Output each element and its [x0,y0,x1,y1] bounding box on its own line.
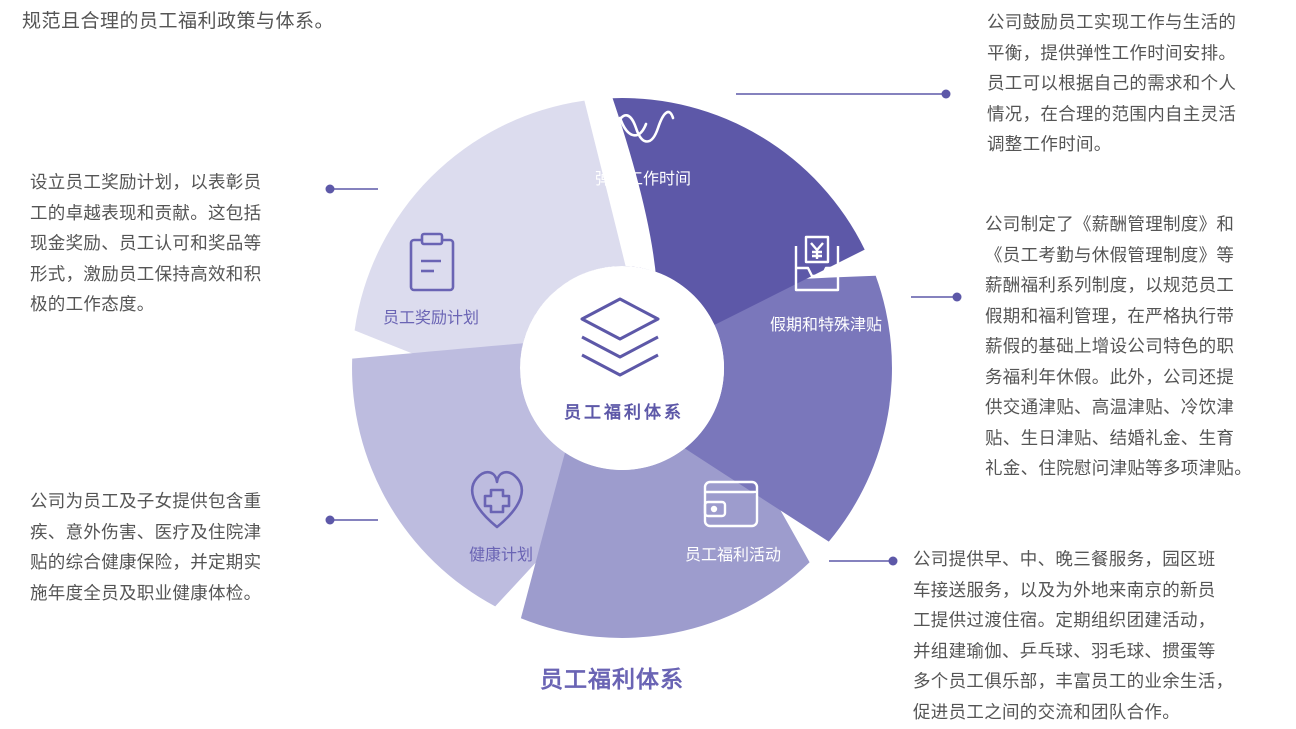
segment-label-leave: 假期和特殊津贴 [770,315,882,334]
segment-leave [684,275,892,542]
segment-label-health: 健康计划 [469,545,533,564]
center-circle [520,266,724,470]
connector-reward [325,184,378,194]
clipboard-icon [409,232,455,292]
center-title: 员工福利体系 [564,402,684,423]
wave-icon [612,110,675,143]
heart-plus-icon [470,470,524,529]
health-description: 公司为员工及子女提供包含重 疾、意外伤害、医疗及住院津 贴的综合健康保险，并定期… [30,492,262,604]
intro-text: 规范且合理的员工福利政策与体系。 [22,10,335,32]
leave-description: 公司制定了《薪酬管理制度》和 《员工考勤与休假管理制度》等 薪酬福利系列制度，以… [985,215,1252,479]
layers-icon [580,297,660,377]
yen-tray-icon [794,235,840,292]
segment-label-activities: 员工福利活动 [685,545,781,564]
flex-description: 公司鼓励员工实现工作与生活的 平衡，提供弹性工作时间安排。 员工可以根据自己的需… [987,13,1237,155]
wallet-icon [703,480,759,528]
segment-label-flex: 弹性工作时间 [595,169,691,188]
segment-reward [354,100,626,397]
connector-leave [911,292,962,302]
connector-lines [325,89,962,566]
segment-label-reward: 员工奖励计划 [383,308,479,327]
connector-activities [829,556,898,566]
connector-flex [736,89,951,99]
reward-description: 设立员工奖励计划，以表彰员 工的卓越表现和贡献。这包括 现金奖励、员工认可和奖品… [30,173,262,315]
activities-description: 公司提供早、中、晚三餐服务，园区班 车接送服务，以及为外地来南京的新员 工提供过… [913,550,1234,723]
bottom-title: 员工福利体系 [540,667,684,693]
connector-health [325,515,378,525]
